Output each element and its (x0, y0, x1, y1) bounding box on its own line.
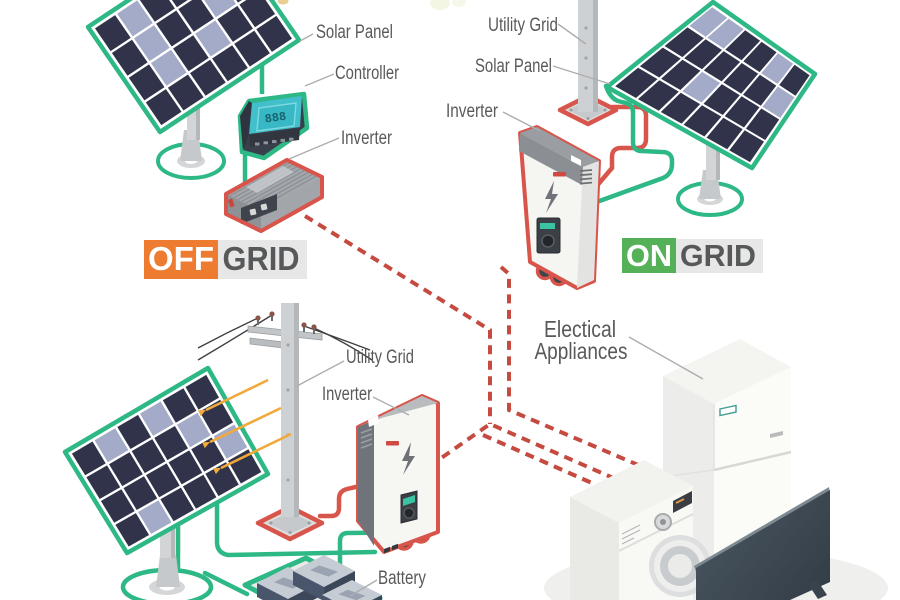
svg-text:Appliances: Appliances (535, 338, 628, 364)
svg-text:Inverter: Inverter (341, 128, 393, 149)
svg-text:Electical: Electical (544, 316, 616, 342)
svg-text:888: 888 (264, 110, 287, 127)
svg-text:Inverter: Inverter (446, 101, 499, 122)
svg-text:Utility Grid: Utility Grid (488, 15, 558, 36)
svg-text:Controller: Controller (335, 63, 400, 84)
svg-text:Solar Panel: Solar Panel (475, 56, 552, 77)
svg-text:Solar Panel: Solar Panel (316, 22, 393, 43)
svg-text:OFF: OFF (148, 240, 214, 277)
svg-text:GRID: GRID (680, 238, 756, 273)
svg-text:Utility Grid: Utility Grid (346, 347, 414, 368)
svg-text:ON: ON (626, 238, 672, 273)
svg-text:Battery: Battery (378, 568, 426, 589)
svg-text:GRID: GRID (223, 240, 300, 277)
svg-text:Inverter: Inverter (322, 384, 373, 405)
